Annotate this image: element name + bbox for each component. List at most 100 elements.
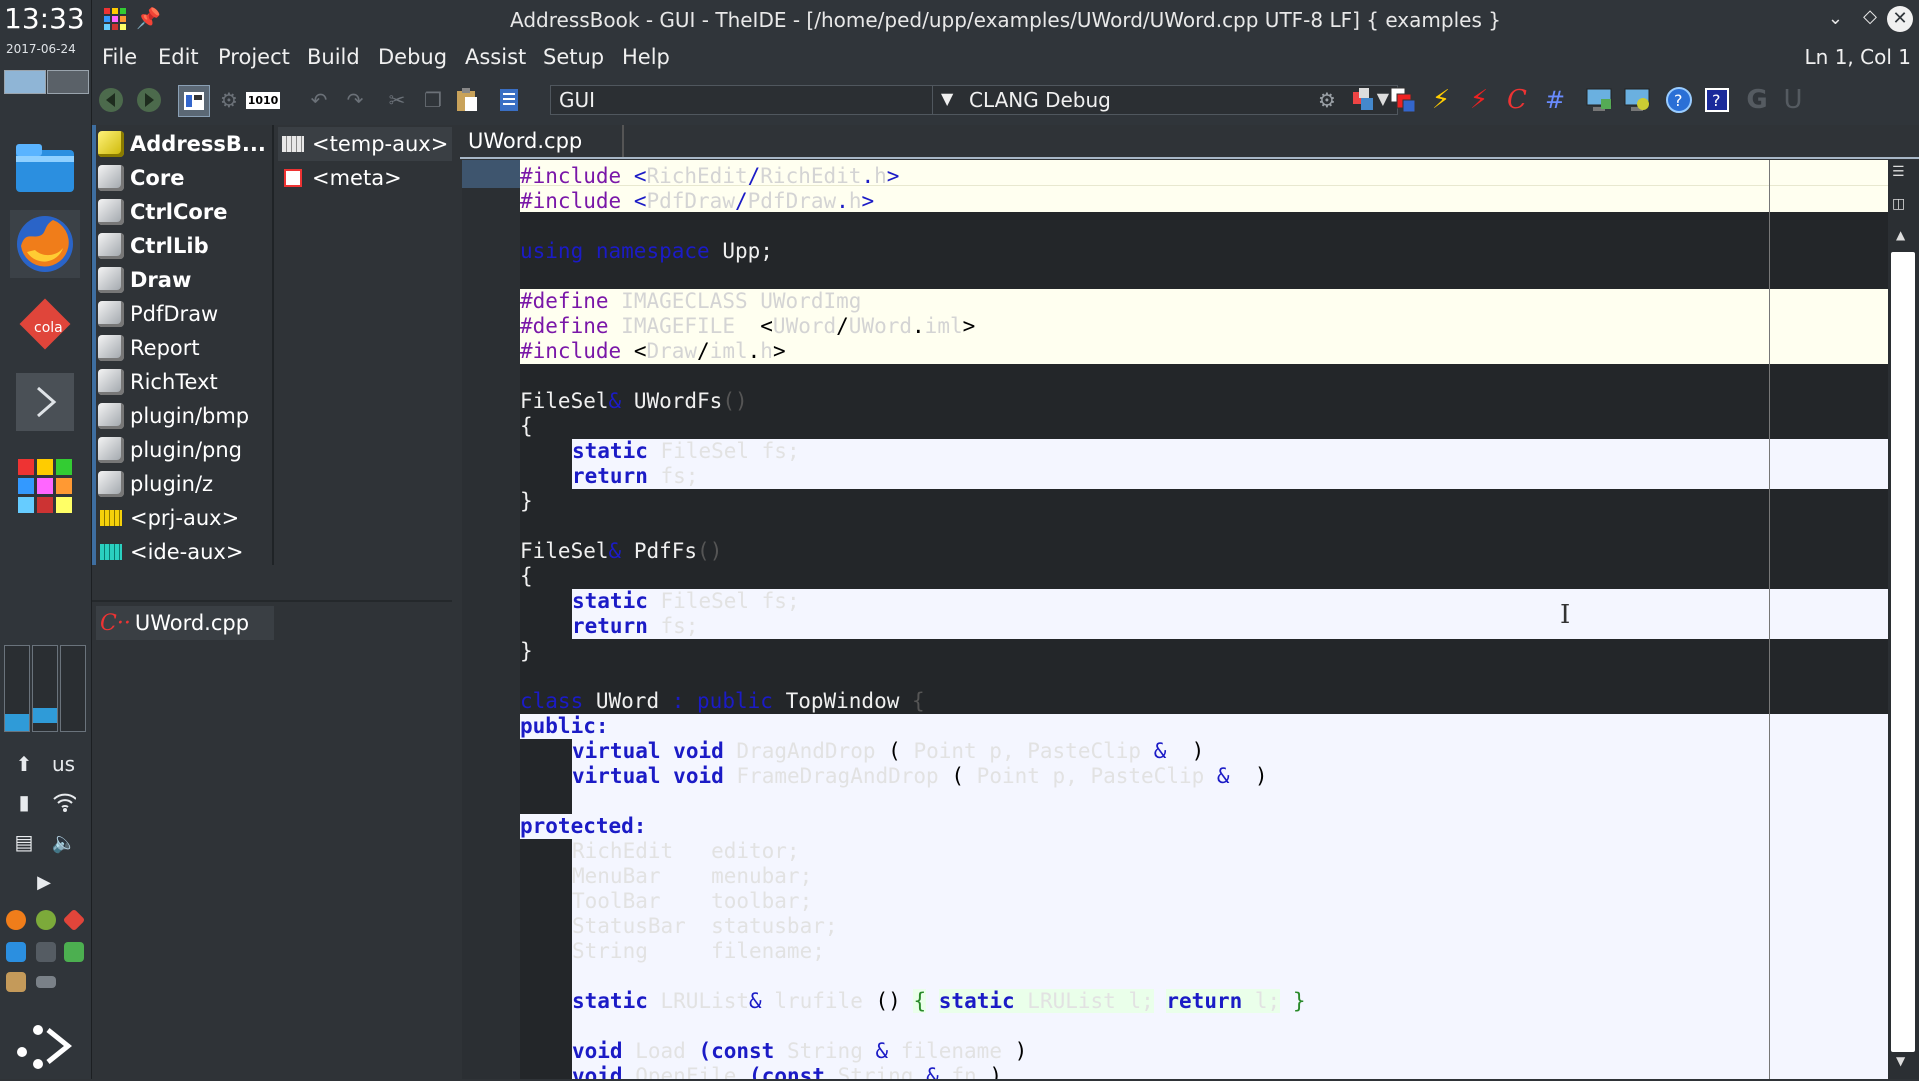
package-item-report[interactable]: Report (98, 331, 200, 365)
aux-table-icon (100, 510, 122, 526)
firefox-launcher[interactable] (10, 210, 80, 278)
git-button[interactable]: G (1742, 85, 1772, 115)
package-icon (98, 267, 124, 293)
menu-assist[interactable]: Assist (465, 45, 527, 69)
app-menu-icon[interactable] (14, 1012, 74, 1076)
debug-run-button[interactable]: ⚡ (1464, 85, 1494, 115)
find-in-files-button[interactable]: ⚙ (214, 85, 244, 115)
package-item-core[interactable]: Core (98, 161, 184, 195)
section-item-temp-aux[interactable]: <temp-aux> (278, 127, 452, 161)
build-button[interactable] (1348, 85, 1378, 115)
package-item-pdfdraw[interactable]: PdfDraw (98, 297, 218, 331)
code-line: FileSel& UWordFs() (520, 389, 748, 413)
menu-project[interactable]: Project (218, 45, 290, 69)
git-cola-task-icon[interactable] (62, 908, 86, 932)
app-task-icon[interactable] (36, 910, 56, 930)
package-organizer-button[interactable] (494, 85, 524, 115)
package-item-plugin-png[interactable]: plugin/png (98, 433, 242, 467)
tray-expand-icon[interactable]: ▶ (37, 871, 51, 893)
run-button[interactable]: ⚡ (1426, 85, 1456, 115)
u-letter-icon: U (1783, 85, 1803, 115)
line-number-gutter[interactable] (462, 160, 520, 1079)
split-vertical-icon[interactable]: ◫ (1892, 196, 1906, 212)
spreadsheet-task-icon[interactable] (64, 942, 84, 962)
code-line: { (520, 564, 533, 588)
file-item-uword-cpp[interactable]: C·· UWord.cpp (96, 606, 274, 640)
package-item-ide-aux[interactable]: <ide-aux> (98, 535, 243, 569)
git-cola-launcher[interactable]: cola (10, 290, 80, 358)
rebuild-button[interactable] (1388, 85, 1418, 115)
archive-task-icon[interactable] (6, 972, 26, 992)
package-item-draw[interactable]: Draw (98, 263, 191, 297)
package-item-ctrllib[interactable]: CtrlLib (98, 229, 209, 263)
usb-drive-icon[interactable]: ▮ (18, 790, 30, 814)
network-upload-icon[interactable]: ⬆ (15, 752, 33, 776)
split-horizontal-icon[interactable]: ☰ (1892, 164, 1905, 180)
package-icon (98, 199, 124, 225)
cut-button[interactable]: ✂ (382, 85, 412, 115)
scroll-up-icon[interactable]: ▲ (1896, 228, 1906, 242)
keyboard-layout[interactable]: us (52, 752, 76, 776)
document-icon (500, 89, 518, 111)
volume-icon[interactable]: 🔈 (51, 830, 77, 854)
file-manager-launcher[interactable] (10, 134, 80, 202)
terminal-task-icon[interactable] (36, 942, 56, 962)
menu-build[interactable]: Build (307, 45, 360, 69)
workspace-2[interactable] (47, 70, 89, 94)
menu-debug[interactable]: Debug (378, 45, 448, 69)
redo-button[interactable]: ↷ (340, 85, 370, 115)
svg-text:?: ? (1674, 91, 1683, 110)
minimize-icon[interactable]: ⌄ (1827, 8, 1843, 29)
menu-setup[interactable]: Setup (543, 45, 605, 69)
package-icon (98, 471, 124, 497)
undo-button[interactable]: ↶ (304, 85, 334, 115)
scroll-down-icon[interactable]: ▼ (1896, 1054, 1906, 1068)
editor-tab-bar: UWord.cpp (460, 125, 1919, 159)
u-button[interactable]: U (1778, 85, 1808, 115)
workspace-1[interactable] (4, 70, 46, 94)
package-item-prj-aux[interactable]: <prj-aux> (98, 501, 239, 535)
close-icon[interactable]: ✕ (1887, 6, 1913, 32)
forward-button[interactable] (134, 85, 164, 115)
notes-icon[interactable]: ▤ (14, 830, 34, 854)
expand-launcher[interactable] (10, 368, 80, 436)
section-item-meta[interactable]: <meta> (278, 161, 452, 195)
package-item-ctrlcore[interactable]: CtrlCore (98, 195, 227, 229)
pin-icon[interactable]: 📌 (136, 6, 161, 30)
package-item-addressbook[interactable]: AddressB... (98, 127, 266, 161)
window-task-icon[interactable] (36, 976, 56, 988)
package-item-richtext[interactable]: RichText (98, 365, 218, 399)
copy-button[interactable]: ❐ (418, 85, 448, 115)
compile-file-button[interactable]: C (1502, 85, 1532, 115)
firefox-task-icon[interactable] (6, 910, 26, 930)
build-method-select[interactable]: ▼ CLANG Debug ▼ (932, 85, 1398, 115)
folder-task-icon[interactable] (6, 942, 26, 962)
binary-button[interactable]: 1010 (245, 85, 281, 115)
browse-screen-button[interactable] (1584, 85, 1614, 115)
layout-button[interactable] (178, 85, 210, 117)
code-line: virtual void FrameDragAndDrop ( Point p,… (572, 764, 1268, 788)
theide-launcher[interactable] (10, 452, 80, 520)
package-item-plugin-bmp[interactable]: plugin/bmp (98, 399, 249, 433)
debug-screen-button[interactable] (1622, 85, 1652, 115)
chevron-down-icon: ▼ (1376, 89, 1389, 108)
scrollbar-thumb[interactable] (1891, 252, 1915, 1052)
package-item-plugin-z[interactable]: plugin/z (98, 467, 213, 501)
code-editor[interactable]: #include <RichEdit/RichEdit.h> #include … (520, 160, 1888, 1079)
help-question-icon: ? (1666, 87, 1692, 113)
wifi-icon[interactable] (52, 790, 76, 814)
help-button[interactable]: ? (1664, 85, 1694, 115)
menu-help[interactable]: Help (622, 45, 670, 69)
maximize-icon[interactable]: ◇ (1863, 6, 1877, 27)
back-button[interactable] (96, 85, 126, 115)
preprocess-button[interactable]: # (1540, 85, 1570, 115)
build-package-button[interactable]: ⚙ (1312, 85, 1342, 115)
menu-file[interactable]: File (102, 45, 138, 69)
main-config-value: GUI (559, 88, 596, 112)
menu-edit[interactable]: Edit (158, 45, 199, 69)
context-help-button[interactable]: ? (1702, 85, 1732, 115)
paste-button[interactable] (452, 85, 482, 115)
code-line: return fs; (572, 614, 699, 638)
editor-tab-uword-cpp[interactable]: UWord.cpp (464, 125, 624, 157)
g-letter-icon: G (1746, 85, 1768, 115)
